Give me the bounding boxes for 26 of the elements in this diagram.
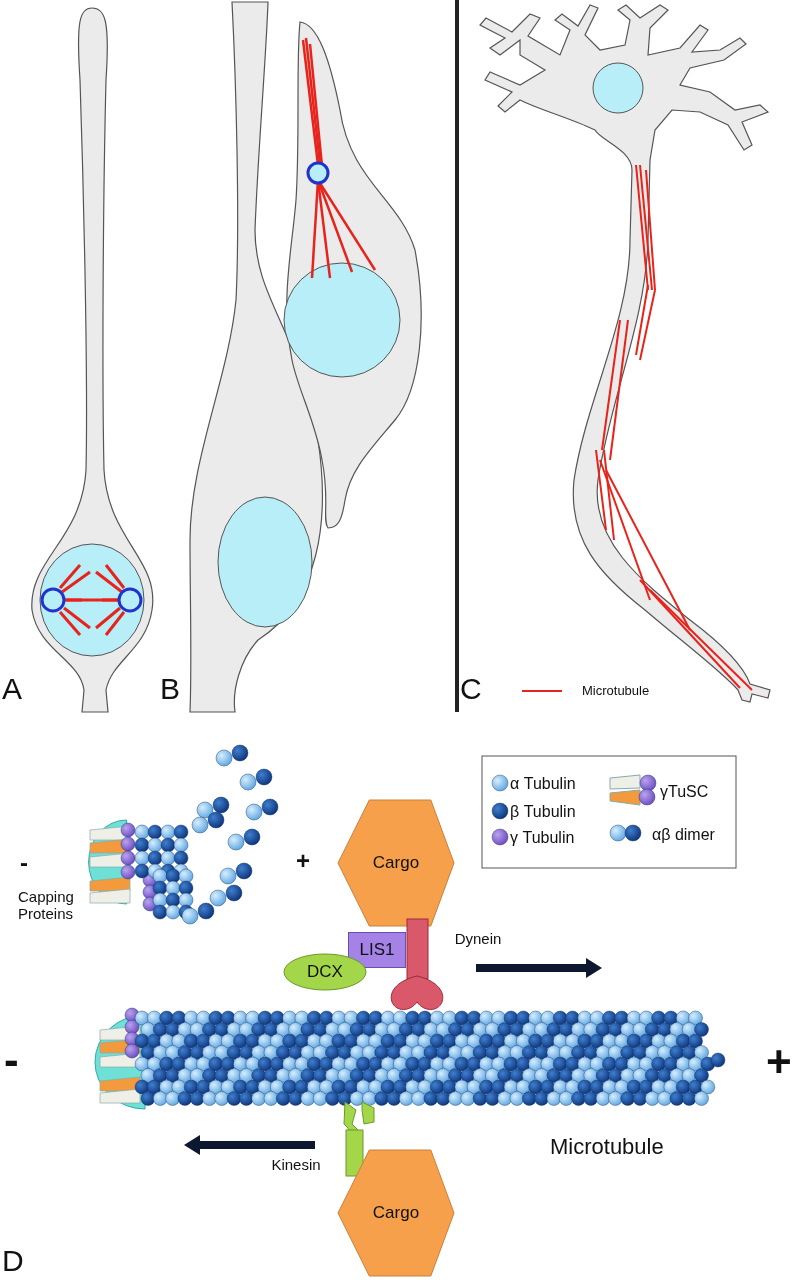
- node-label: Dynein: [454, 929, 502, 947]
- plus-sign: +: [766, 1038, 792, 1087]
- structure-label: Capping Proteins: [18, 889, 75, 922]
- legend-label: γ Tubulin: [510, 829, 575, 847]
- node-label: DCX: [307, 962, 343, 982]
- minus-sign: -: [4, 1036, 19, 1085]
- minus-sign: -: [20, 850, 28, 877]
- node-label: Cargo: [372, 1203, 420, 1223]
- legend-label: Microtubule: [582, 683, 650, 698]
- cargo-hexagon: [338, 1150, 454, 1276]
- lis1-box: [348, 932, 406, 968]
- legend-label: α Tubulin: [510, 775, 576, 793]
- legend-label: αβ dimer: [652, 826, 715, 844]
- legend-label: γTuSC: [660, 783, 709, 801]
- legend-label: β Tubulin: [510, 803, 576, 821]
- panel-letter: C: [460, 672, 482, 705]
- panel-letter: A: [2, 672, 22, 705]
- plus-sign: +: [296, 848, 310, 875]
- node-label: LIS1: [359, 940, 395, 960]
- structure-label: Microtubule: [550, 1135, 664, 1160]
- panel-letter: B: [160, 672, 180, 705]
- panel-letter: D: [2, 1244, 24, 1277]
- dcx-ellipse: [283, 953, 367, 991]
- cargo-hexagon: [338, 800, 454, 926]
- node-label: Kinesin: [271, 1155, 321, 1173]
- node-label: Cargo: [372, 853, 420, 873]
